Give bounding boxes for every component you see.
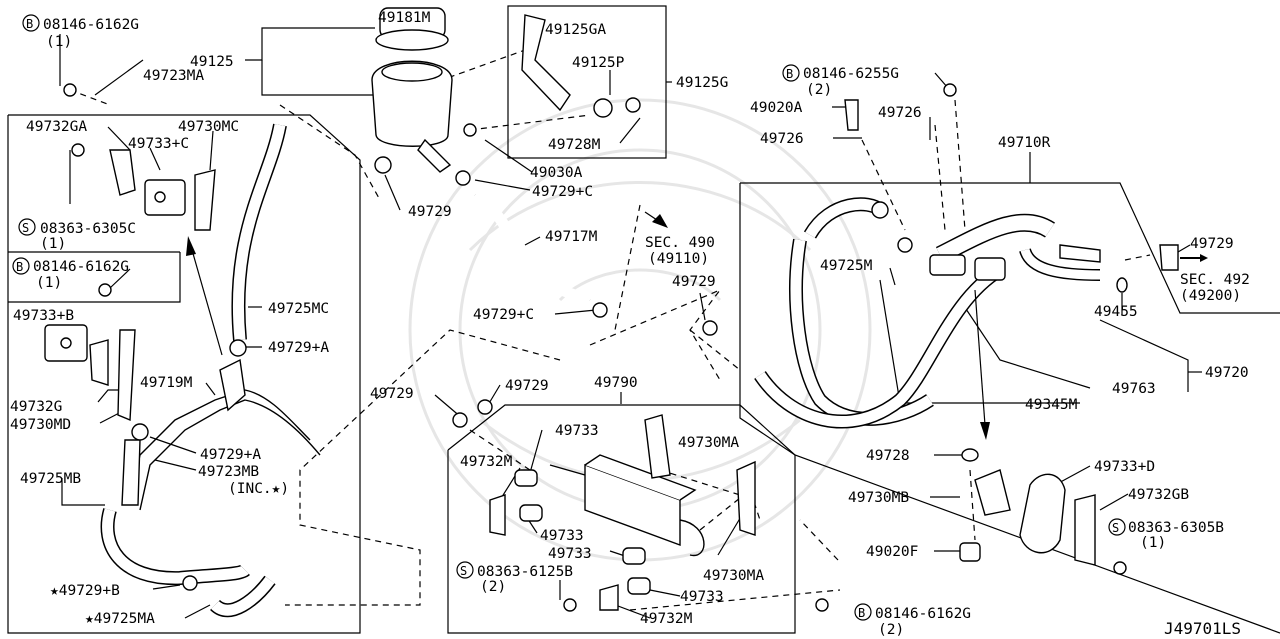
label-49729-b: 49729 bbox=[505, 378, 549, 394]
label-49729-a: 49729 bbox=[370, 386, 414, 402]
label-49455: 49455 bbox=[1094, 304, 1138, 320]
label-49125g: 49125G bbox=[676, 75, 728, 91]
reservoir-tank bbox=[371, 7, 453, 174]
screw-prefix-2: S bbox=[460, 564, 467, 578]
clamp-parts-right bbox=[959, 448, 1127, 575]
label-49729a-low: 49729+A bbox=[200, 447, 261, 463]
label-49733b: 49733+B bbox=[13, 308, 74, 324]
bolt-part-2: 08146-6162G bbox=[33, 259, 129, 275]
label-49125p: 49125P bbox=[572, 55, 625, 71]
label-49790: 49790 bbox=[594, 375, 638, 391]
label-49125ga: 49125GA bbox=[545, 22, 606, 38]
label-sec490-sub: (49110) bbox=[648, 251, 709, 267]
label-49732m-b: 49732M bbox=[640, 611, 693, 627]
label-49125: 49125 bbox=[190, 54, 234, 70]
diagram-id: J49701LS bbox=[1164, 619, 1241, 638]
screw-qty-3: (1) bbox=[1140, 535, 1166, 551]
label-49733-c: 49733 bbox=[548, 546, 592, 562]
label-49723mb-note: (INC.★) bbox=[228, 481, 289, 497]
screw-prefix-3: S bbox=[1112, 521, 1119, 535]
label-49729c-mid: 49729+C bbox=[473, 307, 534, 323]
bracket-49125ga bbox=[521, 14, 641, 118]
pipe-49723mb bbox=[100, 389, 321, 618]
label-49725mb: 49725MB bbox=[20, 471, 81, 487]
callout-labels: 49181M 49125 49125GA 49125P 49125G 49728… bbox=[10, 10, 1250, 627]
label-49719m: 49719M bbox=[140, 375, 193, 391]
label-49732gb: 49732GB bbox=[1128, 487, 1189, 503]
label-49726-a: 49726 bbox=[878, 105, 922, 121]
bolt-qty-4: (2) bbox=[878, 622, 904, 638]
label-49725ma: ★49725MA bbox=[85, 611, 155, 627]
label-49730ma-a: 49730MA bbox=[678, 435, 739, 451]
cooler-49790 bbox=[489, 414, 756, 611]
bolt-prefix-3: B bbox=[786, 67, 793, 81]
label-49725m: 49725M bbox=[820, 258, 873, 274]
label-sec492: SEC. 492 bbox=[1180, 272, 1250, 288]
label-49728m: 49728M bbox=[548, 137, 601, 153]
clamp-parts-left bbox=[44, 149, 247, 591]
label-49717m: 49717M bbox=[545, 229, 598, 245]
connection-dashes bbox=[69, 49, 1151, 611]
screw-qty-1: (1) bbox=[40, 236, 66, 252]
label-49732ga: 49732GA bbox=[26, 119, 87, 135]
label-49729b: ★49729+B bbox=[50, 583, 120, 599]
arrows bbox=[186, 211, 990, 440]
bolt-prefix-2: B bbox=[16, 260, 23, 274]
label-49730ma-b: 49730MA bbox=[703, 568, 764, 584]
label-49732g: 49732G bbox=[10, 399, 62, 415]
label-49728: 49728 bbox=[866, 448, 910, 464]
bolt-prefix-1: B bbox=[26, 17, 33, 31]
label-49729-reservoir: 49729 bbox=[408, 204, 452, 220]
label-49733-a: 49733 bbox=[555, 423, 599, 439]
bolt-part-1: 08146-6162G bbox=[43, 17, 139, 33]
bolt-part-4: 08146-6162G bbox=[875, 606, 971, 622]
leader-lines bbox=[59, 27, 1202, 619]
label-49732m-a: 49732M bbox=[460, 454, 513, 470]
screw-part-2: 08363-6125B bbox=[477, 564, 573, 580]
screw-prefix-1: S bbox=[22, 221, 29, 235]
label-49733-b: 49733 bbox=[540, 528, 584, 544]
bolt-qty-3: (2) bbox=[806, 82, 832, 98]
screw-part-1: 08363-6305C bbox=[40, 221, 136, 237]
label-49730md: 49730MD bbox=[10, 417, 71, 433]
hose-49717m bbox=[471, 190, 592, 306]
label-49763: 49763 bbox=[1112, 381, 1156, 397]
label-49730mc: 49730MC bbox=[178, 119, 239, 135]
bolt-part-3: 08146-6255G bbox=[803, 66, 899, 82]
label-49726-b: 49726 bbox=[760, 131, 804, 147]
label-49030a: 49030A bbox=[530, 165, 583, 181]
fastener-labels: B 08146-6162G (1) B 08146-6162G (1) B 08… bbox=[12, 14, 1224, 638]
label-49181m: 49181M bbox=[378, 10, 431, 26]
label-49345m: 49345M bbox=[1025, 397, 1078, 413]
screw-part-3: 08363-6305B bbox=[1128, 520, 1224, 536]
label-49020a: 49020A bbox=[750, 100, 803, 116]
label-49723ma: 49723MA bbox=[143, 68, 204, 84]
bolt-qty-1: (1) bbox=[46, 34, 72, 50]
label-49723mb: 49723MB bbox=[198, 464, 259, 480]
hoses-49710r bbox=[754, 83, 1208, 429]
label-49729-right: 49729 bbox=[1190, 236, 1234, 252]
label-49733-d: 49733 bbox=[680, 589, 724, 605]
label-49729c-top: 49729+C bbox=[532, 184, 593, 200]
label-49733c: 49733+C bbox=[128, 136, 189, 152]
bolt-qty-2: (1) bbox=[36, 275, 62, 291]
screw-qty-2: (2) bbox=[480, 579, 506, 595]
label-49725mc: 49725MC bbox=[268, 301, 329, 317]
label-49730mb: 49730MB bbox=[848, 490, 909, 506]
label-49733d: 49733+D bbox=[1094, 459, 1155, 475]
hose-49725mc bbox=[231, 123, 287, 341]
label-49729a-top: 49729+A bbox=[268, 340, 329, 356]
label-49720: 49720 bbox=[1205, 365, 1249, 381]
label-49020f: 49020F bbox=[866, 544, 918, 560]
label-49710r: 49710R bbox=[998, 135, 1051, 151]
bolt-prefix-4: B bbox=[858, 606, 865, 620]
bolts bbox=[63, 83, 829, 612]
label-sec492-sub: (49200) bbox=[1180, 288, 1241, 304]
label-sec490: SEC. 490 bbox=[645, 235, 715, 251]
label-49729-mid: 49729 bbox=[672, 274, 716, 290]
